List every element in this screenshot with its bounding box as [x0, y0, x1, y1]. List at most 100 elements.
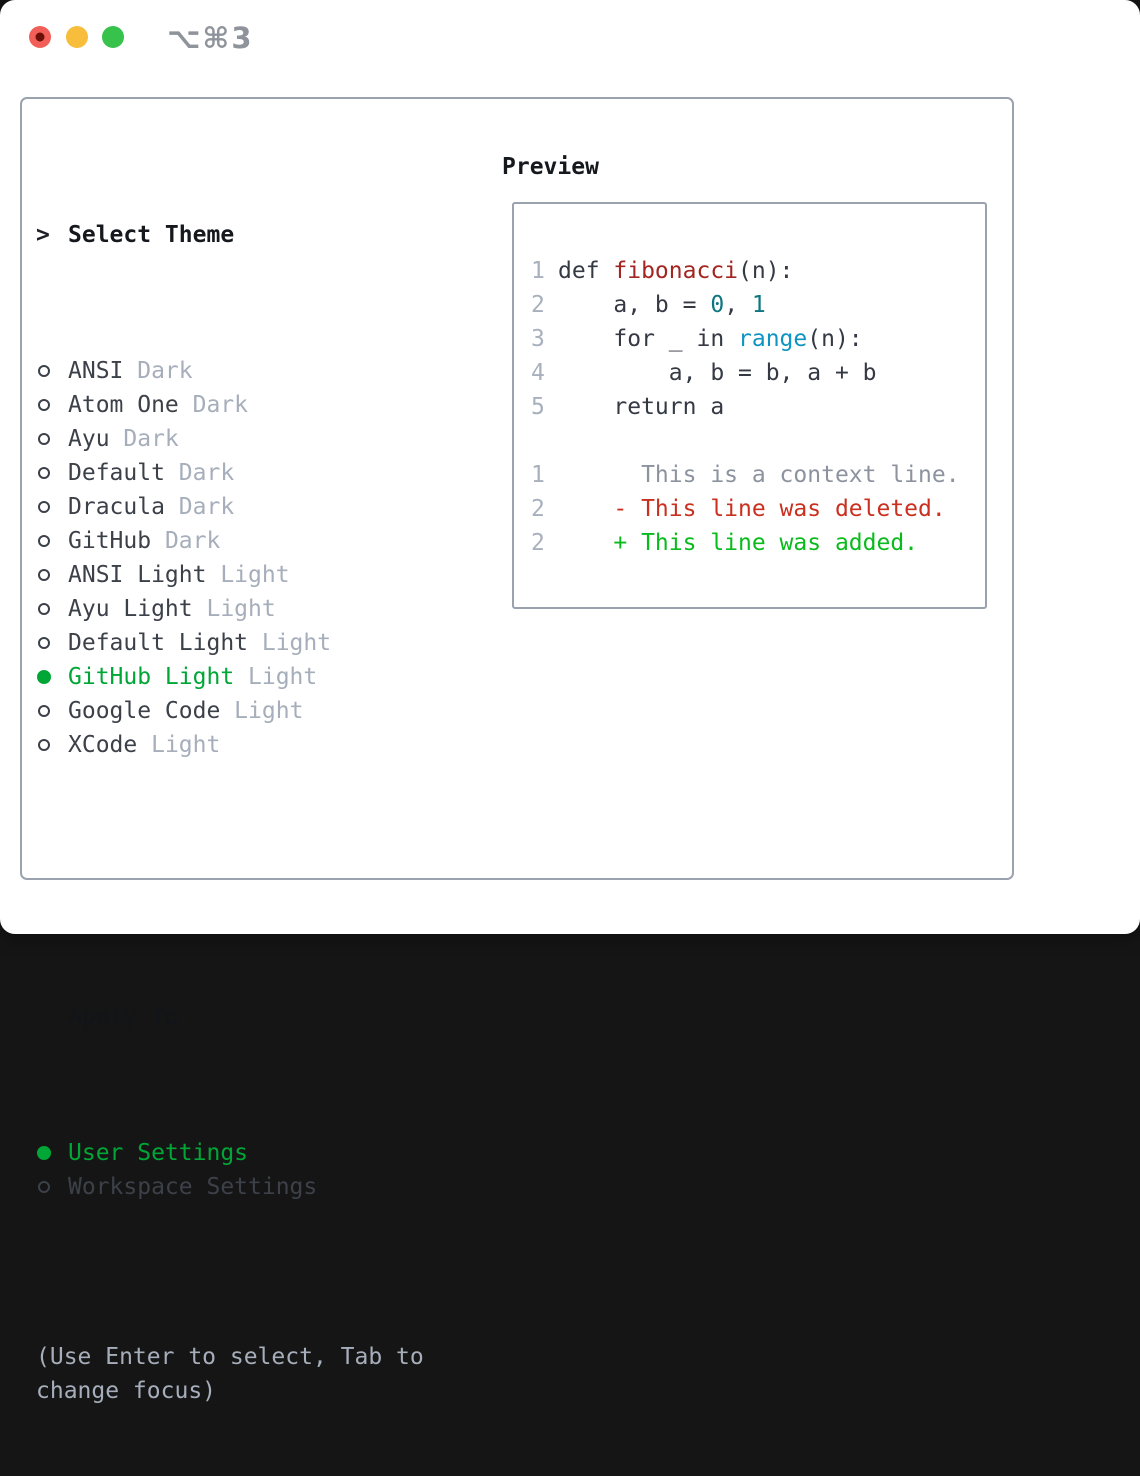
apply-to-header: Apply To: [36, 1000, 486, 1034]
line-content: This is a context line.: [558, 458, 960, 492]
help-text: (Use Enter to select, Tab to change focu…: [36, 1340, 434, 1408]
radio-icon: [36, 422, 68, 456]
theme-option-ayu-light[interactable]: Ayu Light Light: [36, 592, 486, 626]
line-number: 1: [531, 458, 558, 492]
preview-line: 1 This is a context line.: [531, 458, 960, 492]
radio-icon: [36, 728, 68, 762]
radio-icon: [36, 1136, 68, 1170]
preview-line: 2 - This line was deleted.: [531, 492, 960, 526]
line-content: a, b = b, a + b: [558, 356, 877, 390]
theme-option-github[interactable]: GitHub Dark: [36, 524, 486, 558]
theme-name: Ayu Light: [68, 592, 193, 626]
radio-icon: [36, 592, 68, 626]
apply-option-label: User Settings: [68, 1136, 248, 1170]
theme-name: Ayu: [68, 422, 110, 456]
theme-variant: Dark: [110, 422, 179, 456]
theme-variant: Light: [220, 694, 303, 728]
theme-variant: Dark: [165, 456, 234, 490]
apply-option-label: Workspace Settings: [68, 1170, 317, 1204]
theme-option-atom-one[interactable]: Atom One Dark: [36, 388, 486, 422]
select-theme-header: > Select Theme: [36, 218, 486, 252]
preview-line: 4 a, b = b, a + b: [531, 356, 960, 390]
minimize-button[interactable]: [66, 26, 88, 48]
theme-option-dracula[interactable]: Dracula Dark: [36, 490, 486, 524]
radio-icon: [36, 626, 68, 660]
preview-line: 3 for _ in range(n):: [531, 322, 960, 356]
theme-variant: Light: [206, 558, 289, 592]
theme-variant: Dark: [151, 524, 220, 558]
theme-name: ANSI: [68, 354, 123, 388]
theme-name: Dracula: [68, 490, 165, 524]
theme-name: ANSI Light: [68, 558, 206, 592]
theme-name: XCode: [68, 728, 137, 762]
line-number: 4: [531, 356, 558, 390]
theme-option-xcode[interactable]: XCode Light: [36, 728, 486, 762]
theme-name: Default Light: [68, 626, 248, 660]
theme-variant: Dark: [165, 490, 234, 524]
line-content: a, b = 0, 1: [558, 288, 766, 322]
theme-name: Atom One: [68, 388, 179, 422]
radio-icon: [36, 558, 68, 592]
prompt-icon: >: [36, 218, 68, 252]
line-content: + This line was added.: [558, 526, 918, 560]
theme-variant: Dark: [179, 388, 248, 422]
apply-option-user-settings[interactable]: User Settings: [36, 1136, 486, 1170]
close-dot-icon: [36, 33, 45, 42]
radio-icon: [36, 490, 68, 524]
line-content: def fibonacci(n):: [558, 254, 793, 288]
theme-option-ansi-light[interactable]: ANSI Light Light: [36, 558, 486, 592]
line-number: 5: [531, 390, 558, 424]
line-number: 2: [531, 492, 558, 526]
line-content: return a: [558, 390, 724, 424]
theme-variant: Light: [193, 592, 276, 626]
radio-icon: [36, 388, 68, 422]
zoom-button[interactable]: [102, 26, 124, 48]
line-content: for _ in range(n):: [558, 322, 863, 356]
theme-name: Default: [68, 456, 165, 490]
select-theme-title: Select Theme: [68, 218, 234, 252]
theme-name: Google Code: [68, 694, 220, 728]
radio-icon: [36, 1170, 68, 1204]
line-number: 2: [531, 526, 558, 560]
theme-option-default[interactable]: Default Dark: [36, 456, 486, 490]
theme-variant: Light: [137, 728, 220, 762]
theme-variant: Light: [248, 626, 331, 660]
line-content: - This line was deleted.: [558, 492, 946, 526]
theme-option-ansi[interactable]: ANSI Dark: [36, 354, 486, 388]
radio-icon: [36, 456, 68, 490]
theme-variant: Light: [234, 660, 317, 694]
theme-option-default-light[interactable]: Default Light Light: [36, 626, 486, 660]
theme-variant: Dark: [123, 354, 192, 388]
radio-icon: [36, 660, 68, 694]
line-number: 3: [531, 322, 558, 356]
radio-icon: [36, 694, 68, 728]
line-number: 2: [531, 288, 558, 322]
theme-name: GitHub: [68, 524, 151, 558]
preview-line: 2 + This line was added.: [531, 526, 960, 560]
close-button[interactable]: [29, 26, 51, 48]
apply-option-workspace-settings[interactable]: Workspace Settings: [36, 1170, 486, 1204]
theme-option-ayu[interactable]: Ayu Dark: [36, 422, 486, 456]
preview-line: 2 a, b = 0, 1: [531, 288, 960, 322]
radio-icon: [36, 354, 68, 388]
apply-to-title: Apply To: [68, 1000, 179, 1034]
theme-option-github-light[interactable]: GitHub Light Light: [36, 660, 486, 694]
line-number: [531, 424, 558, 458]
line-number: 1: [531, 254, 558, 288]
preview-title: Preview: [502, 150, 599, 184]
theme-name: GitHub Light: [68, 660, 234, 694]
window-shortcut-label: ⌥⌘3: [167, 21, 254, 55]
radio-icon: [36, 524, 68, 558]
preview-line: 5 return a: [531, 390, 960, 424]
theme-option-google-code[interactable]: Google Code Light: [36, 694, 486, 728]
preview-line: [531, 424, 960, 458]
spacer: [36, 864, 486, 898]
